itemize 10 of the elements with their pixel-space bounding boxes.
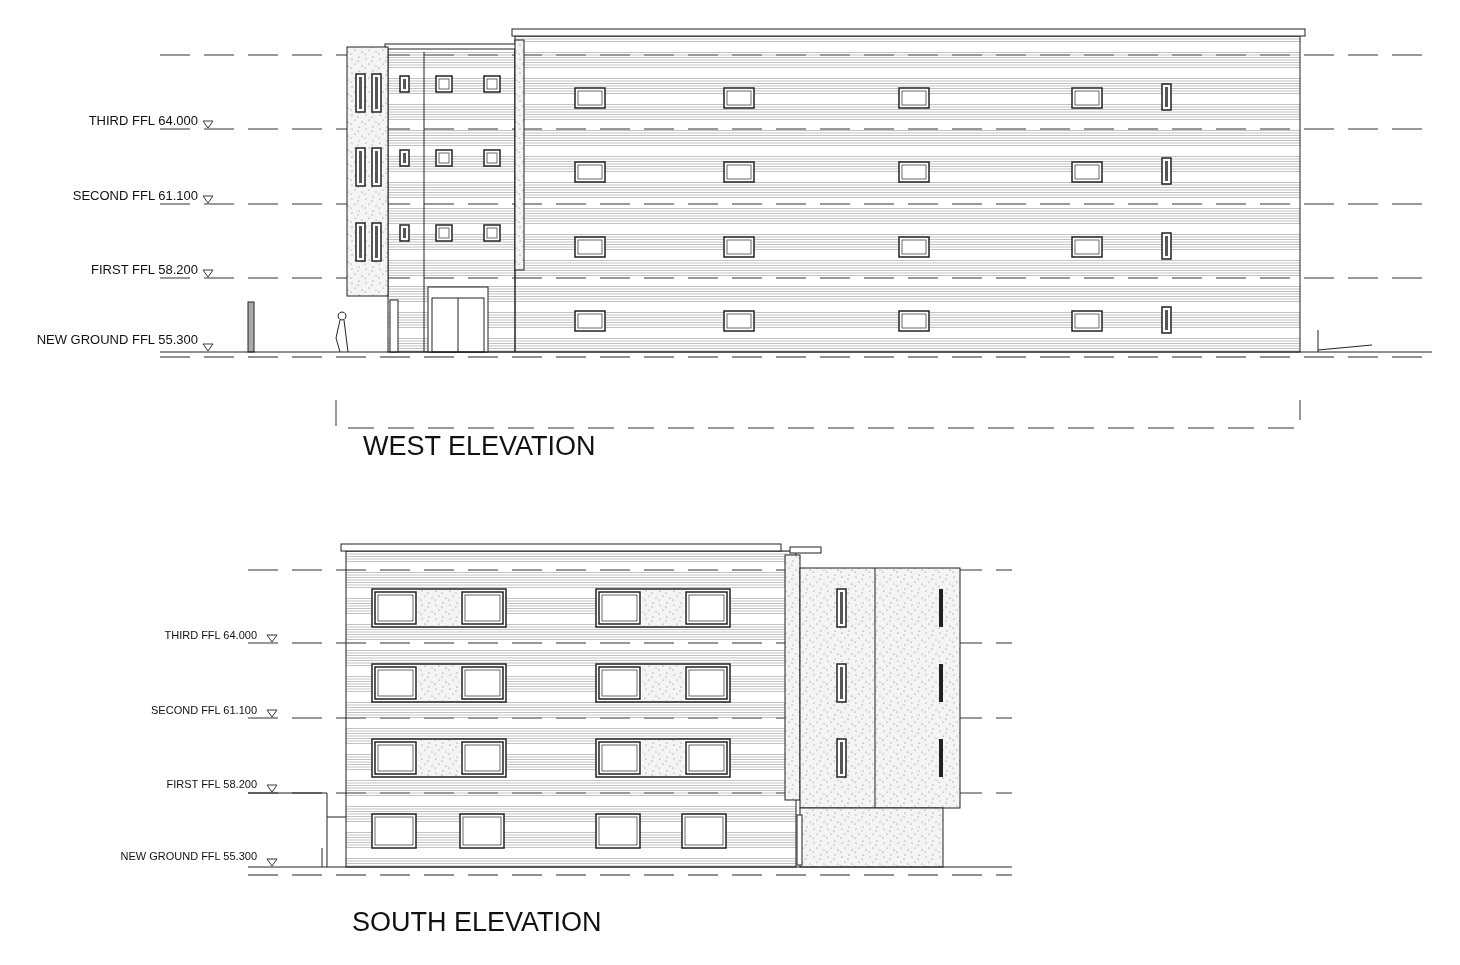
drawing-title: WEST ELEVATION xyxy=(363,432,596,460)
drawing-title: SOUTH ELEVATION xyxy=(352,908,602,936)
level-label: THIRD FFL 64.000 xyxy=(164,630,257,641)
level-label: THIRD FFL 64.000 xyxy=(88,114,198,127)
level-label: SECOND FFL 61.100 xyxy=(151,705,257,716)
level-label: NEW GROUND FFL 55.300 xyxy=(120,851,257,862)
level-label: NEW GROUND FFL 55.300 xyxy=(36,333,198,346)
level-label: FIRST FFL 58.200 xyxy=(166,779,257,790)
level-label: SECOND FFL 61.100 xyxy=(72,189,198,202)
level-label: FIRST FFL 58.200 xyxy=(91,263,198,276)
